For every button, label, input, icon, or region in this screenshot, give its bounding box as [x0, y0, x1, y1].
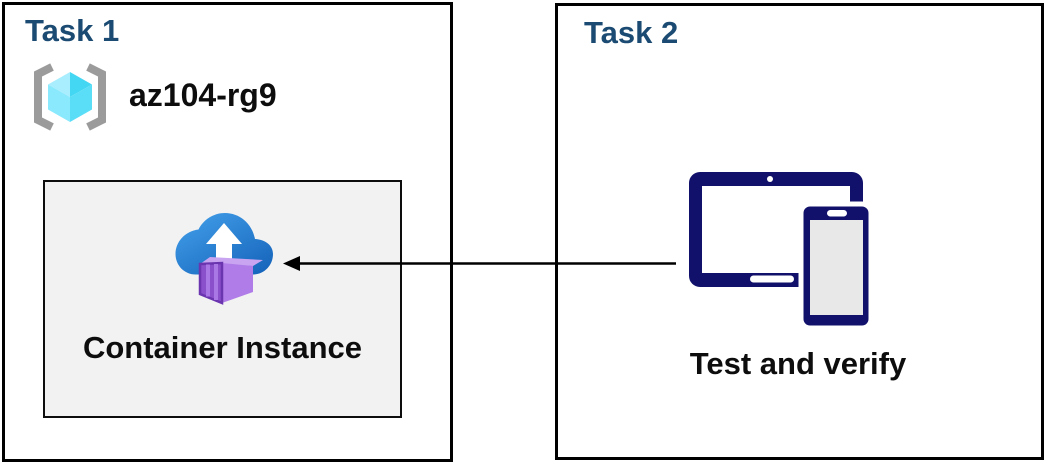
task2-box: Task 2 Test and verify [555, 3, 1044, 460]
container-instance-icon-svg [175, 213, 273, 305]
phone-screen [810, 220, 863, 315]
container-front-face [200, 263, 222, 303]
cube-face-bottom-left [48, 84, 70, 122]
container-instance-panel: Container Instance [43, 180, 402, 418]
task2-title: Task 2 [584, 15, 679, 50]
test-and-verify-label: Test and verify [689, 346, 907, 381]
resource-group-row: az104-rg9 [31, 63, 277, 131]
task1-title: Task 1 [25, 13, 120, 48]
tablet-camera-dot [767, 176, 773, 182]
container-side-face [222, 263, 253, 303]
cube-face-bottom-right [70, 84, 92, 122]
container-instance-icon [169, 203, 279, 317]
devices-icon-svg [689, 172, 874, 331]
container-instance-label: Container Instance [82, 330, 363, 365]
container-slats [206, 264, 218, 300]
tablet-and-phone-icon [688, 169, 878, 331]
resource-group-icon [34, 63, 106, 131]
cube-face-top-left [48, 72, 70, 97]
cube-face-top-right [70, 72, 92, 97]
tablet-home-button [750, 275, 794, 283]
phone-speaker [827, 210, 847, 217]
resource-group-name: az104-rg9 [129, 77, 277, 113]
upload-arrow [206, 223, 242, 269]
task1-box: Task 1 az104-rg9 [2, 2, 453, 462]
